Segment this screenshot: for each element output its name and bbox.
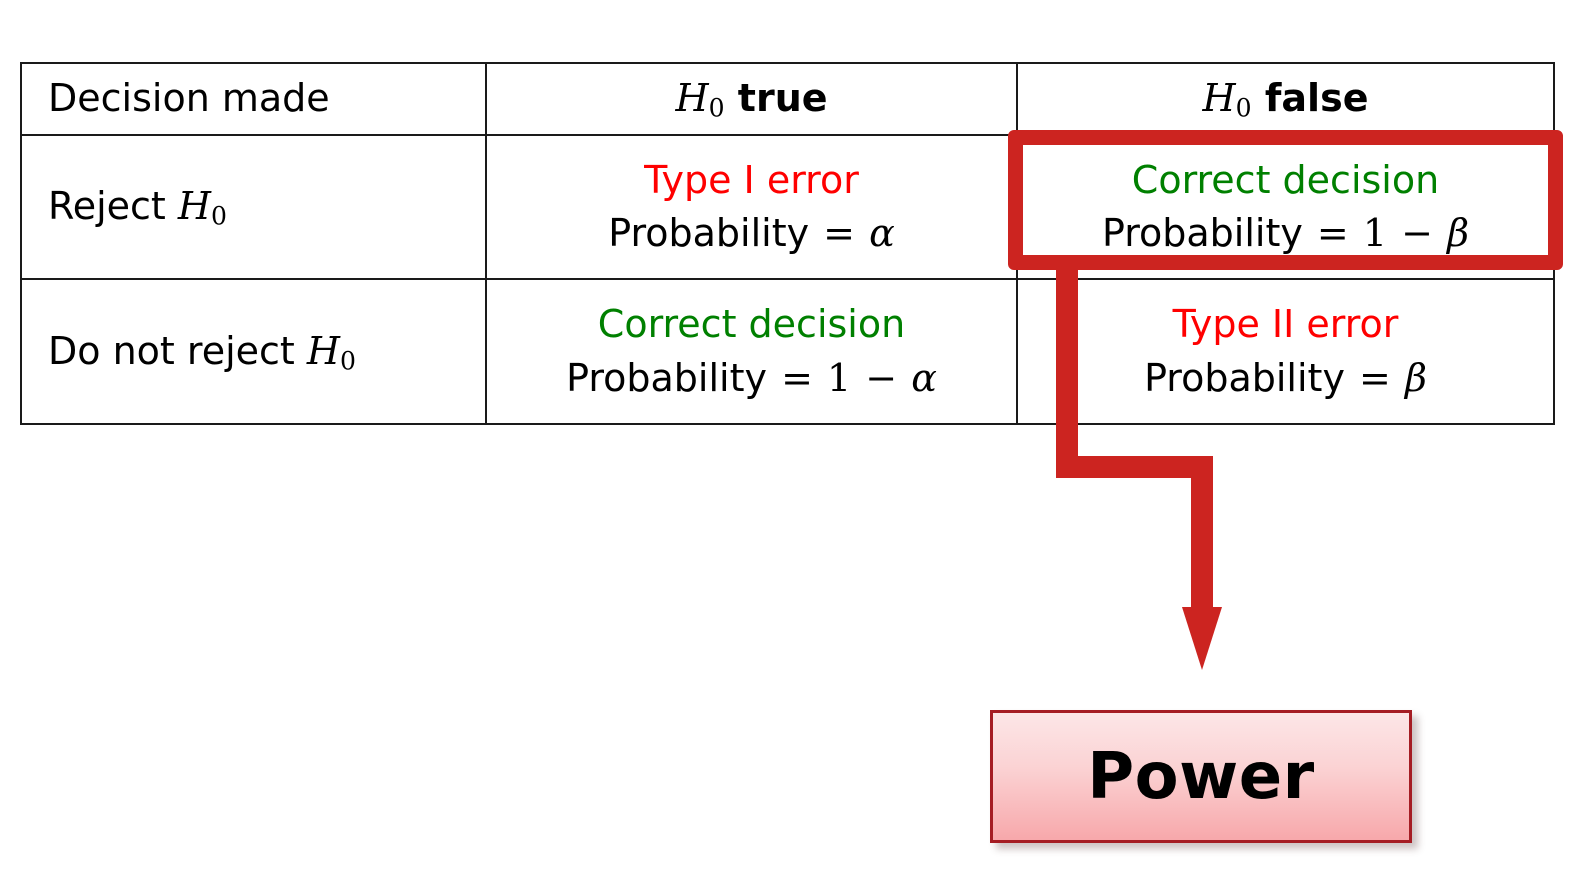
outcome-correct-decision: Correct decision (1131, 157, 1440, 202)
decision-outcomes-table: Decision made H0 true H0 false Reject H0… (20, 62, 1555, 425)
h0-letter: H (675, 75, 709, 120)
h0-letter: H (306, 328, 341, 373)
row-label-reject-h0: Reject H0 (20, 133, 487, 281)
power-callout-box: Power (990, 710, 1412, 843)
cell-content: Type I error Probability = α (487, 155, 1016, 260)
row-label-do-not-reject-h0-text: Do not reject H0 (48, 328, 356, 376)
header-h0-true: H0 true (485, 62, 1018, 136)
alpha-symbol: α (911, 355, 937, 400)
h0-subscript: 0 (340, 346, 356, 376)
table-header-row: Decision made H0 true H0 false (20, 62, 1555, 136)
cell-reject-h0-true: Type I error Probability = α (485, 133, 1018, 281)
row-label-do-not-reject-h0: Do not reject H0 (20, 278, 487, 425)
cell-content: Correct decision Probability = 1 − α (487, 299, 1016, 404)
header-h0-false-label: H0 false (1018, 73, 1553, 125)
h0-subscript: 0 (211, 201, 227, 231)
h0-subscript: 0 (708, 93, 725, 123)
header-decision-made: Decision made (20, 62, 487, 136)
cell-content: Type II error Probability = β (1018, 299, 1553, 404)
cell-content: Correct decision Probability = 1 − β (1018, 155, 1553, 260)
probability-one-minus-alpha: Probability = 1 − α (566, 355, 937, 400)
beta-symbol: β (1447, 211, 1470, 256)
alpha-symbol: α (869, 211, 895, 256)
h0-subscript: 0 (1235, 93, 1252, 123)
probability-one-minus-beta: Probability = 1 − β (1101, 211, 1470, 256)
table-row-do-not-reject-h0: Do not reject H0 Correct decision Probab… (20, 278, 1555, 425)
outcome-type-ii-error: Type II error (1172, 302, 1399, 347)
h0-symbol: H0 (675, 75, 725, 123)
h0-letter: H (177, 183, 212, 228)
header-h0-false: H0 false (1016, 62, 1555, 136)
cell-do-not-reject-h0-false: Type II error Probability = β (1016, 278, 1555, 425)
power-callout-label: Power (1087, 739, 1315, 814)
header-h0-true-label: H0 true (487, 73, 1016, 125)
probability-alpha: Probability = α (608, 211, 895, 256)
table-row-reject-h0: Reject H0 Type I error Probability = α C… (20, 133, 1555, 281)
outcome-correct-decision: Correct decision (597, 302, 906, 347)
h0-symbol: H0 (306, 328, 356, 376)
row-label-reject-h0-text: Reject H0 (48, 183, 227, 231)
cell-do-not-reject-h0-true: Correct decision Probability = 1 − α (485, 278, 1018, 425)
h0-symbol: H0 (177, 183, 227, 231)
header-h0-true-word: true (737, 75, 828, 120)
beta-symbol: β (1404, 355, 1427, 400)
h0-letter: H (1202, 75, 1236, 120)
header-decision-made-label: Decision made (48, 76, 330, 121)
cell-reject-h0-false: Correct decision Probability = 1 − β (1016, 133, 1555, 281)
outcome-type-i-error: Type I error (644, 157, 859, 202)
probability-beta: Probability = β (1144, 355, 1427, 400)
header-h0-false-word: false (1264, 75, 1369, 120)
h0-symbol: H0 (1202, 75, 1252, 123)
